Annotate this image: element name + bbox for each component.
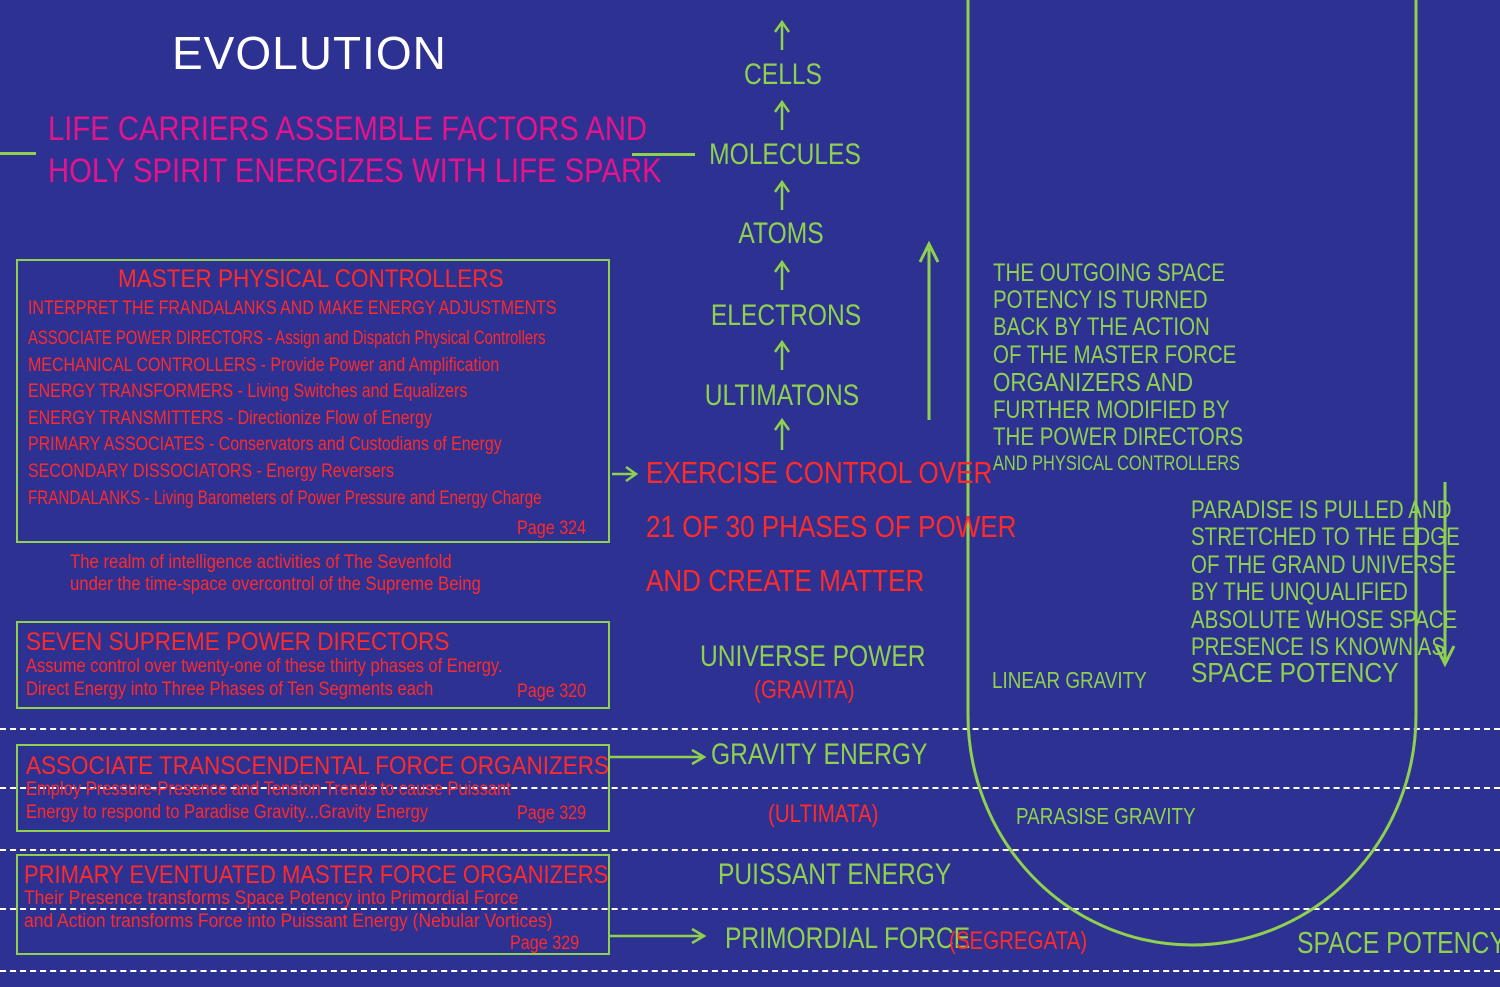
outgoing-line: THE POWER DIRECTORS [993, 423, 1244, 451]
master-physical-line: FRANDALANKS - Living Barometers of Power… [28, 488, 542, 509]
outgoing-line: OF THE MASTER FORCE [993, 341, 1237, 369]
gravita-label: (GRAVITA) [754, 676, 855, 704]
outgoing-line: POTENCY IS TURNED [993, 286, 1208, 314]
primary-line-2: and Action transforms Force into Puissan… [24, 911, 553, 932]
transcendental-line-2: Energy to respond to Paradise Gravity...… [26, 802, 429, 823]
master-physical-line: ENERGY TRANSMITTERS - Directionize Flow … [28, 408, 432, 429]
seven-supreme-power-directors-box [16, 621, 610, 709]
outgoing-line: ORGANIZERS AND [993, 367, 1194, 397]
page-reference: Page 329 [517, 803, 587, 824]
paradise-line: BY THE UNQUALIFIED [1191, 578, 1408, 606]
master-physical-line: MECHANICAL CONTROLLERS - Provide Power a… [28, 355, 500, 376]
outgoing-line: AND PHYSICAL CONTROLLERS [993, 452, 1240, 475]
linear-gravity-label: LINEAR GRAVITY [992, 667, 1147, 693]
seven-supreme-heading: SEVEN SUPREME POWER DIRECTORS [26, 628, 450, 656]
paradise-line: PRESENCE IS KNOWN AS [1191, 633, 1446, 661]
realm-line-1: The realm of intelligence activities of … [70, 552, 452, 573]
exercise-line-2: 21 OF 30 PHASES OF POWER [646, 509, 1017, 544]
dashed-divider [0, 970, 1500, 972]
page-reference: Page 329 [510, 933, 580, 954]
universe-power-label: UNIVERSE POWER [700, 640, 926, 673]
connector-line [0, 152, 36, 155]
paradise-line: ABSOLUTE WHOSE SPACE [1191, 606, 1458, 634]
seven-supreme-line-2: Direct Energy into Three Phases of Ten S… [26, 679, 434, 700]
master-physical-line: ENERGY TRANSFORMERS - Living Switches an… [28, 381, 468, 402]
transcendental-heading: ASSOCIATE TRANSCENDENTAL FORCE ORGANIZER… [26, 752, 610, 780]
page-title: EVOLUTION [172, 27, 447, 79]
outgoing-line: THE OUTGOING SPACE [993, 259, 1225, 287]
chain-electrons: ELECTRONS [710, 299, 862, 332]
chain-molecules: MOLECULES [709, 138, 861, 171]
master-physical-line: ASSOCIATE POWER DIRECTORS - Assign and D… [28, 328, 546, 349]
page-reference: Page 324 [517, 518, 587, 539]
master-physical-heading: MASTER PHYSICAL CONTROLLERS [118, 265, 504, 293]
primary-eventuated-box [16, 854, 610, 955]
paradise-line: SPACE POTENCY [1191, 657, 1399, 688]
paradise-line: OF THE GRAND UNIVERSE [1191, 551, 1457, 579]
dashed-divider [0, 787, 1500, 789]
primordial-force-label: PRIMORDIAL FORCE [725, 922, 971, 955]
outgoing-line: BACK BY THE ACTION [993, 313, 1210, 341]
ultimata-label: (ULTIMATA) [768, 800, 879, 828]
outgoing-line: FURTHER MODIFIED BY [993, 396, 1230, 424]
master-physical-controllers-box [16, 259, 610, 543]
gravity-energy-label: GRAVITY ENERGY [711, 738, 928, 771]
life-carriers-line-2: HOLY SPIRIT ENERGIZES WITH LIFE SPARK [48, 152, 662, 190]
page-reference: Page 320 [517, 681, 587, 702]
puissant-energy-label: PUISSANT ENERGY [718, 858, 952, 891]
dashed-divider [0, 849, 1500, 851]
segregata-label: (SEGREGATA) [949, 927, 1088, 955]
space-potency-label: SPACE POTENCY [1297, 925, 1500, 960]
chain-ultimatons: ULTIMATONS [704, 379, 860, 412]
chain-cells: CELLS [744, 58, 822, 91]
master-physical-line: SECONDARY DISSOCIATORS - Energy Reverser… [28, 461, 395, 482]
dashed-divider [0, 728, 1500, 730]
realm-line-2: under the time-space overcontrol of the … [70, 574, 481, 595]
transcendental-line-1: Employ Pressure-Presence and Tension Tre… [26, 779, 511, 800]
master-physical-line: PRIMARY ASSOCIATES - Conservators and Cu… [28, 434, 502, 455]
primary-line-1: Their Presence transforms Space Potency … [24, 888, 519, 909]
paradise-line: STRETCHED TO THE EDGE [1191, 523, 1460, 551]
connector-line [632, 153, 695, 156]
associate-transcendental-box [16, 744, 610, 832]
chain-atoms: ATOMS [738, 217, 824, 250]
exercise-line-3: AND CREATE MATTER [646, 563, 925, 598]
seven-supreme-line-1: Assume control over twenty-one of these … [26, 656, 503, 677]
dashed-divider [0, 908, 1500, 910]
primary-heading: PRIMARY EVENTUATED MASTER FORCE ORGANIZE… [24, 861, 609, 889]
paradise-line: PARADISE IS PULLED AND [1191, 496, 1452, 524]
paradise-gravity-label: PARASISE GRAVITY [1016, 803, 1196, 829]
master-physical-line: INTERPRET THE FRANDALANKS AND MAKE ENERG… [28, 298, 557, 319]
exercise-line-1: EXERCISE CONTROL OVER [646, 455, 993, 490]
life-carriers-line-1: LIFE CARRIERS ASSEMBLE FACTORS AND [48, 110, 648, 148]
